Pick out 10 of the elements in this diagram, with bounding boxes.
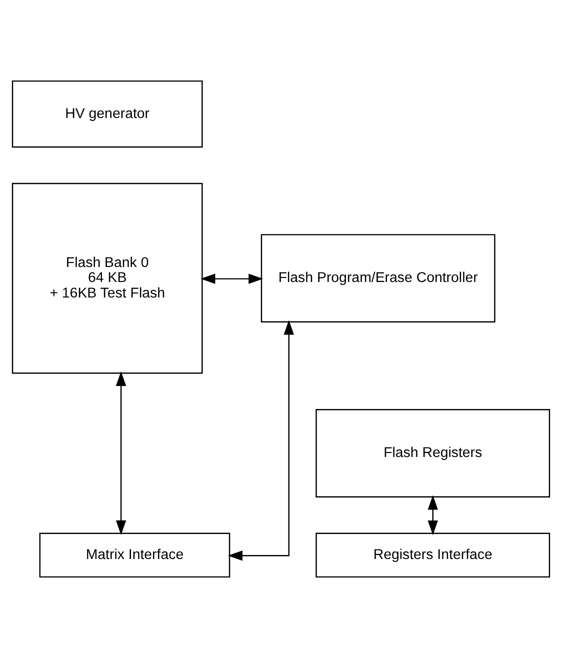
node-box: Registers Interface — [316, 532, 550, 578]
node-box: Flash Bank 0 64 KB + 16KB Test Flash — [12, 182, 203, 374]
arrow — [228, 320, 294, 561]
node-box: Matrix Interface — [39, 532, 230, 578]
arrow — [116, 371, 126, 535]
arrow — [200, 274, 264, 284]
node-box: Flash Program/Erase Controller — [260, 234, 496, 322]
node-box: HV generator — [12, 80, 203, 148]
arrow — [428, 495, 438, 536]
node-box: Flash Registers — [316, 409, 550, 498]
